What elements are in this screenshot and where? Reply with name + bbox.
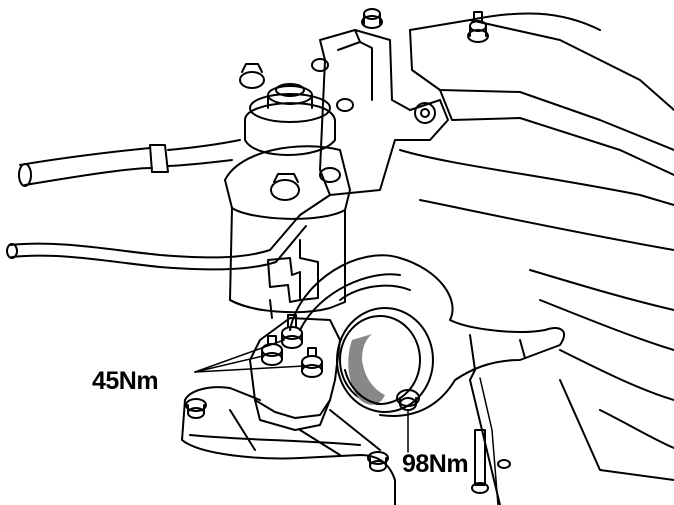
mount-stud-1 (281, 314, 303, 349)
subframe (399, 12, 674, 505)
base-bolt-right (367, 451, 389, 472)
upper-bracket (299, 29, 449, 216)
base-bolt-left (185, 398, 207, 419)
mount-stud-2 (261, 335, 283, 366)
mount-stud-3 (301, 347, 323, 378)
small-stud-right (471, 429, 511, 494)
wire-clip (267, 239, 319, 303)
leader-lines-45nm (194, 339, 305, 373)
mount-plate (181, 317, 396, 505)
frame-bolt-left (361, 8, 383, 29)
control-arm (289, 254, 565, 417)
bracket-bolts (239, 58, 354, 201)
pump-cap (244, 83, 336, 156)
through-bolt (396, 389, 420, 411)
torque-label-45nm: 45Nm (92, 367, 159, 395)
pump-body (224, 145, 351, 319)
fuel-hose-upper (18, 139, 241, 187)
torque-label-98nm: 98Nm (402, 450, 469, 478)
fuel-hose-lower (6, 214, 307, 271)
frame-bolt-upper (467, 11, 489, 43)
